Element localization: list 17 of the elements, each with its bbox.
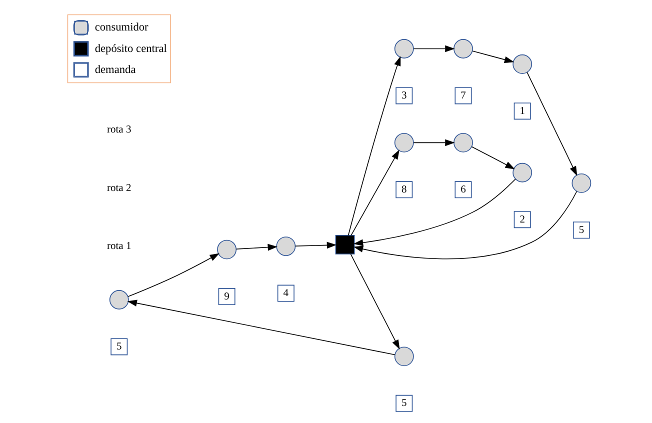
label: rota 2	[107, 182, 132, 194]
node-label: 5	[116, 341, 122, 352]
node-label: 6	[460, 184, 466, 196]
node-label: 3	[402, 90, 407, 102]
label: rota 1	[107, 241, 132, 252]
node-label: 5	[578, 224, 584, 236]
node-label: 5	[402, 398, 407, 410]
node-label: 8	[402, 184, 407, 196]
label: rota 3	[107, 124, 132, 136]
node-label: 1	[520, 106, 525, 117]
node-label: 4	[283, 288, 289, 300]
node-label: 2	[520, 214, 525, 226]
legend-label: demanda	[94, 64, 136, 76]
node-label: 9	[224, 291, 230, 302]
node-label: 7	[460, 90, 466, 102]
legend-label: depósito central	[94, 42, 167, 55]
legend-label: consumidor	[94, 22, 148, 34]
